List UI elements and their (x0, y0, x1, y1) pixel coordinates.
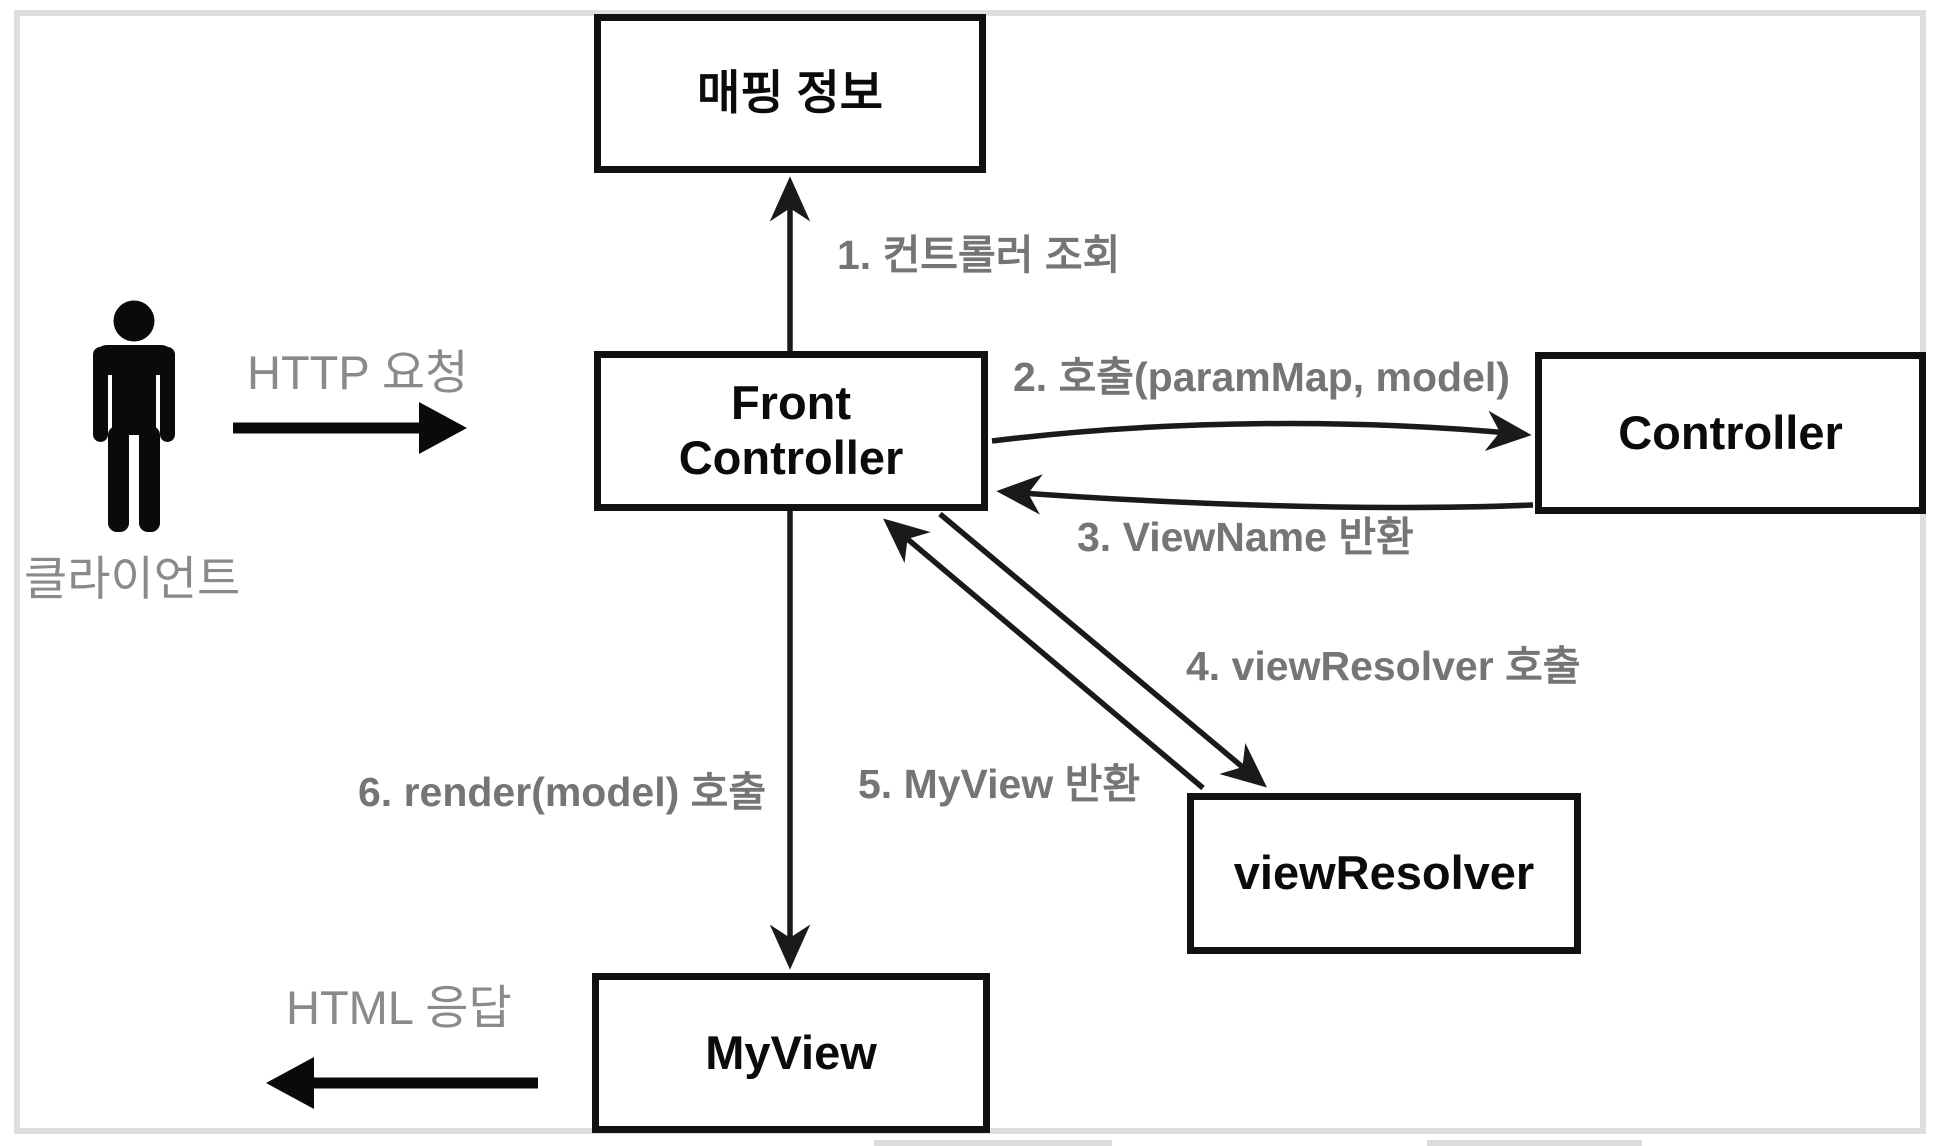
label-http-request: HTTP 요청 (247, 346, 469, 399)
box-my-view: MyView (592, 973, 990, 1133)
label-step5-myview-return: 5. MyView 반환 (858, 761, 1141, 807)
box-controller: Controller (1535, 352, 1926, 514)
diagram-outer-frame (14, 10, 1926, 1134)
label-html-response: HTML 응답 (286, 981, 512, 1034)
label-client: 클라이언트 (24, 552, 241, 605)
label-step6-render-call: 6. render(model) 호출 (358, 769, 767, 815)
person-icon (93, 300, 175, 532)
box-mapping-info: 매핑 정보 (594, 14, 986, 173)
label-step1-controller-lookup: 1. 컨트롤러 조회 (837, 232, 1121, 278)
cutoff-box-edge-right (1427, 1140, 1642, 1146)
box-view-resolver: viewResolver (1187, 793, 1581, 954)
cutoff-box-edge-left (874, 1140, 1112, 1146)
label-step2-call-parammap: 2. 호출(paramMap, model) (1013, 354, 1510, 400)
label-step4-viewresolver-call: 4. viewResolver 호출 (1186, 643, 1581, 689)
label-step3-viewname-return: 3. ViewName 반환 (1077, 514, 1414, 560)
box-front-controller: Front Controller (594, 351, 988, 511)
